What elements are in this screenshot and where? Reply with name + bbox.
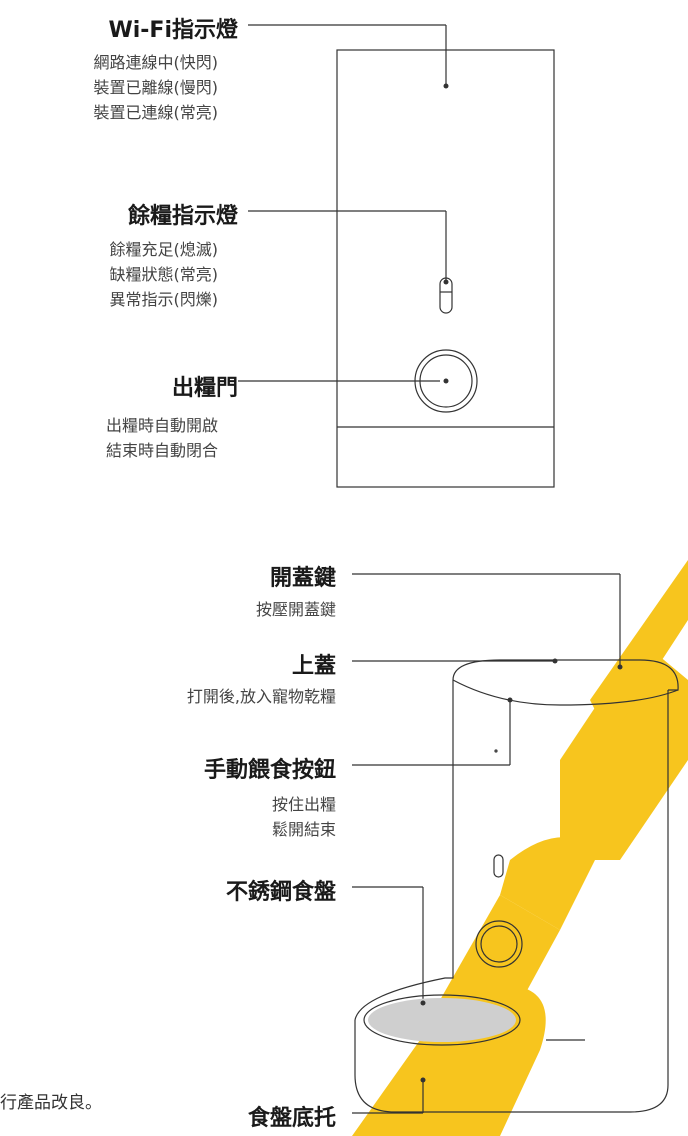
manual-feed-line-1: 按住出糧 <box>271 795 336 814</box>
manual-feed-desc: 按住出糧 鬆開結束 <box>272 792 336 842</box>
feed-door-desc: 出糧時自動開啟 結束時自動閉合 <box>106 413 218 463</box>
food-status-1: 餘糧充足(熄滅) <box>109 240 219 259</box>
wifi-indicator-title: Wi-Fi指示燈 <box>108 18 238 43</box>
wifi-status-3: 裝置已連線(常亮) <box>93 103 219 122</box>
wifi-status-1: 網路連線中(快閃) <box>93 53 219 72</box>
lid-title: 上蓋 <box>291 654 336 679</box>
bowl-base-title: 食盤底托 <box>247 1106 336 1131</box>
lid-button-desc: 按壓開蓋鍵 <box>255 600 336 619</box>
lid-desc: 打開後,放入寵物乾糧 <box>186 687 336 706</box>
food-indicator-title: 餘糧指示燈 <box>127 204 238 229</box>
feed-door-title: 出糧門 <box>171 376 238 401</box>
steel-bowl-title: 不銹鋼食盤 <box>225 880 336 905</box>
food-status-3: 異常指示(閃爍) <box>109 290 219 309</box>
feed-door-line-2: 結束時自動閉合 <box>105 441 218 460</box>
food-indicator-desc: 餘糧充足(熄滅) 缺糧狀態(常亮) 異常指示(閃爍) <box>110 237 219 312</box>
lid-button-title: 開蓋鍵 <box>269 566 336 591</box>
manual-feed-line-2: 鬆開結束 <box>271 820 336 839</box>
manual-feed-button-title: 手動餵食按鈕 <box>203 758 336 783</box>
wifi-status-2: 裝置已離線(慢閃) <box>93 78 219 97</box>
food-status-2: 缺糧狀態(常亮) <box>109 265 219 284</box>
wifi-indicator-desc: 網路連線中(快閃) 裝置已離線(慢閃) 裝置已連線(常亮) <box>94 50 219 125</box>
footer-note-fragment: 行產品改良。 <box>0 1093 102 1113</box>
feed-door-line-1: 出糧時自動開啟 <box>105 416 218 435</box>
